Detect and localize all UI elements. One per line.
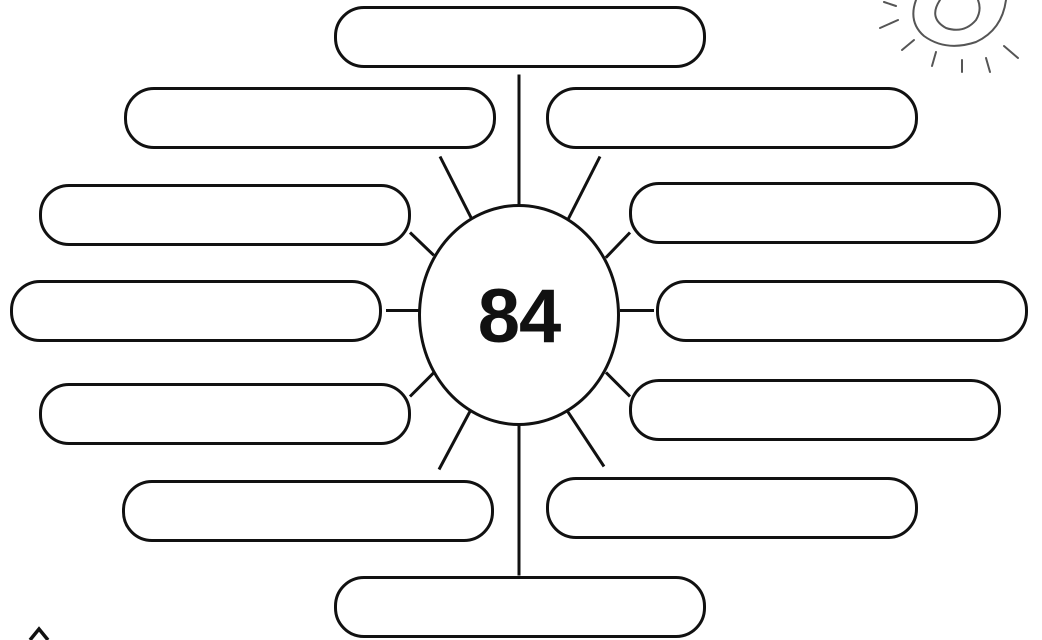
answer-box-lower-right[interactable]: [546, 477, 918, 539]
sun-doodle-icon: [872, 0, 1032, 80]
spoke-mid-lower-left: [409, 371, 435, 397]
answer-box-mid-upper-right[interactable]: [629, 182, 1001, 244]
spoke-bottom: [518, 425, 521, 575]
arrow-tip-icon: [24, 626, 54, 640]
spoke-lower-left: [438, 408, 473, 469]
answer-box-top[interactable]: [334, 6, 706, 68]
answer-box-middle-left[interactable]: [10, 280, 382, 342]
center-number: 84: [478, 279, 561, 355]
spoke-upper-left: [439, 155, 474, 219]
spoke-mid-lower-right: [605, 371, 631, 397]
spoke-lower-right: [566, 409, 605, 467]
spoke-mid-upper-right: [605, 231, 631, 258]
answer-box-mid-lower-left[interactable]: [39, 383, 411, 445]
answer-box-lower-left[interactable]: [122, 480, 494, 542]
spoke-top: [518, 74, 521, 205]
answer-box-mid-upper-left[interactable]: [39, 184, 411, 246]
spoke-middle-right: [620, 309, 654, 312]
center-circle: 84: [418, 204, 620, 426]
answer-box-mid-lower-right[interactable]: [629, 379, 1001, 441]
spoke-upper-right: [567, 155, 602, 219]
answer-box-bottom[interactable]: [334, 576, 706, 638]
spoke-middle-left: [386, 309, 420, 312]
answer-box-upper-right[interactable]: [546, 87, 918, 149]
answer-box-middle-right[interactable]: [656, 280, 1028, 342]
answer-box-upper-left[interactable]: [124, 87, 496, 149]
spoke-mid-upper-left: [409, 231, 435, 256]
